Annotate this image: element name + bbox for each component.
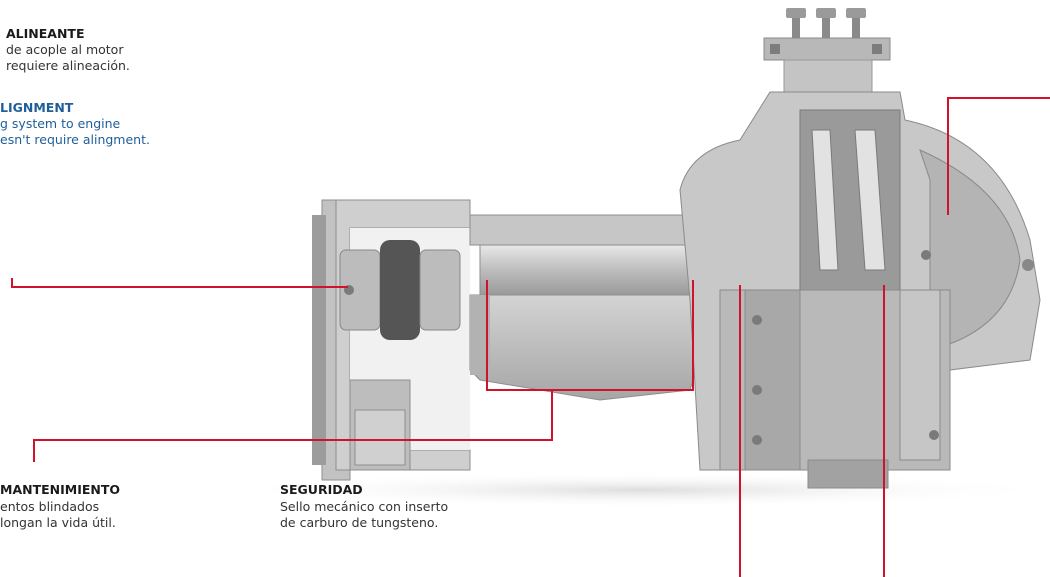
safety-heading: SEGURIDAD [280,482,363,497]
self-aligning-line2-en: esn't require alingment. [0,132,150,147]
leader-self-aligning [11,278,348,288]
maintenance-line1: entos blindados [0,499,100,514]
self-aligning-line1-es: de acople al motor [6,42,124,57]
safety-line1: Sello mecánico con inserto [280,499,449,514]
maintenance-heading: MANTENIMIENTO [0,482,120,497]
callout-leader-lines [11,97,1050,577]
self-aligning-heading-es: ALINEANTE [6,26,85,41]
leader-maintenance-bracket [486,280,694,391]
bearing-housing [469,214,701,401]
self-aligning-heading-en: LIGNMENT [0,100,74,115]
leader-maintenance [33,390,553,462]
pump-casing [679,91,1041,489]
flexible-coupling [339,240,461,340]
self-aligning-line2-es: requiere alineación. [6,58,130,73]
self-aligning-line1-en: g system to engine [0,116,121,131]
safety-line2: de carburo de tungsteno. [280,515,439,530]
maintenance-line2: longan la vida útil. [0,515,116,530]
leader-top-right [947,97,1050,215]
discharge-flange [763,8,891,93]
